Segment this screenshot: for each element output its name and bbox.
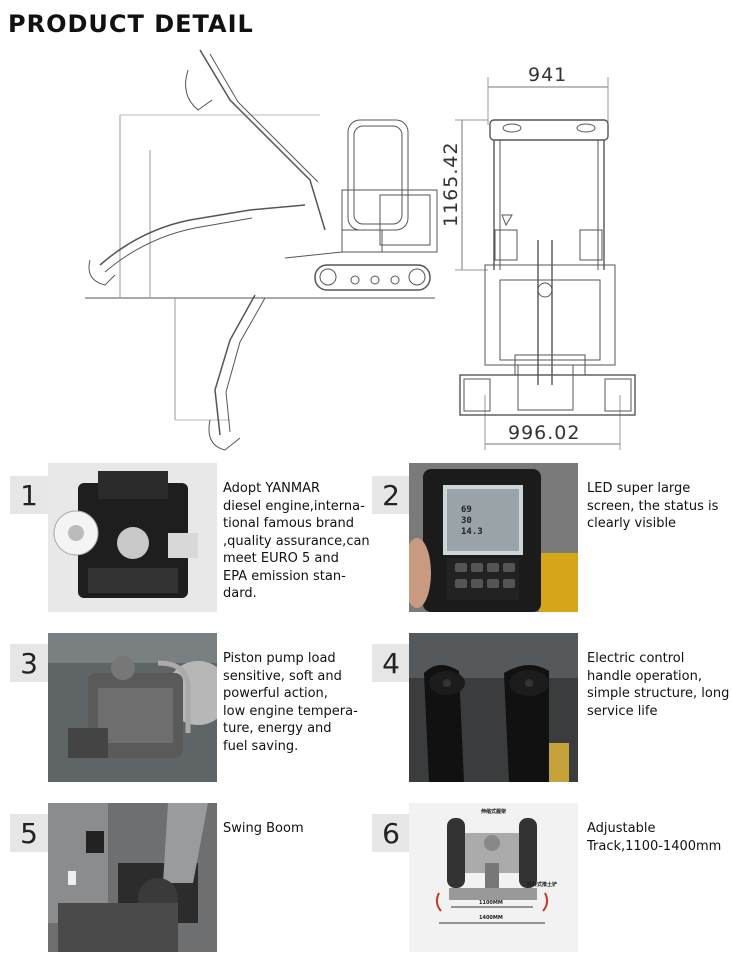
feature-number-2: 2: [372, 476, 410, 514]
feature-photo-swing-boom: [48, 803, 217, 952]
feature-number-4: 4: [372, 644, 410, 682]
feature-photo-engine: [48, 463, 217, 612]
front-view-drawing: [455, 77, 636, 450]
feature-photo-joystick: [409, 633, 578, 782]
dimension-top-width: 941: [528, 64, 568, 86]
screen-readouts: 69 30 14.3: [461, 505, 483, 537]
feature-description-2: LED super large screen, the status is cl…: [587, 481, 719, 531]
joystick-icon: [409, 633, 578, 782]
side-view-drawing: [85, 49, 438, 451]
track-icon: [409, 803, 578, 952]
feature-number-1: 1: [10, 476, 48, 514]
track-label-wide: 1400MM: [479, 915, 503, 921]
feature-number-6: 6: [372, 814, 410, 852]
engine-icon: [48, 463, 217, 612]
feature-description-6: Adjustable Track,1100-1400mm: [587, 821, 722, 854]
feature-photo-screen: 69 30 14.3: [409, 463, 578, 612]
feature-photo-pump: [48, 633, 217, 782]
feature-description-4: Electric control handle operation, simpl…: [587, 651, 730, 719]
dimension-bottom-width: 996.02: [508, 422, 581, 444]
track-label-right: 旋转式推土铲: [527, 882, 558, 888]
page-title: PRODUCT DETAIL: [8, 10, 254, 38]
swing-boom-icon: [48, 803, 217, 952]
pump-icon: [48, 633, 217, 782]
feature-description-1: Adopt YANMAR diesel engine,interna- tion…: [223, 481, 370, 601]
feature-number-5: 5: [10, 814, 48, 852]
feature-number-3: 3: [10, 644, 48, 682]
track-label-top: 伸缩式履架: [481, 809, 507, 815]
track-label-narrow: 1100MM: [479, 900, 503, 906]
dimension-height: 1165.42: [440, 141, 462, 227]
feature-description-5: Swing Boom: [223, 821, 304, 836]
display-screen-icon: [409, 463, 578, 612]
feature-description-3: Piston pump load sensitive, soft and pow…: [223, 651, 358, 754]
feature-photo-track: 伸缩式履架 旋转式推土铲 1100MM 1400MM: [409, 803, 578, 952]
